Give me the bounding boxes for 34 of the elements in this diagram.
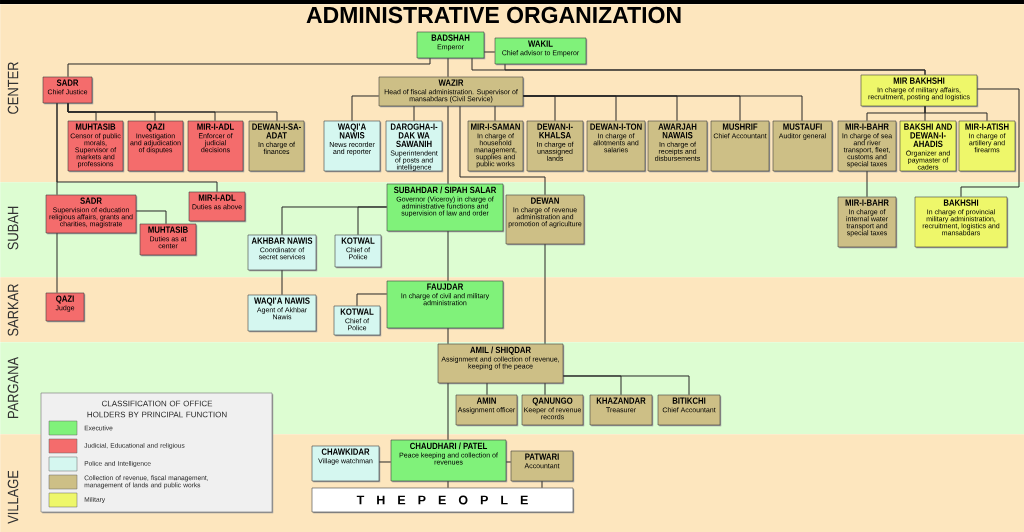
connector-line — [67, 57, 431, 78]
connector-line — [447, 480, 449, 489]
connector-line — [447, 327, 449, 345]
connector-line — [544, 243, 546, 345]
connector-line — [924, 105, 988, 122]
connector-line — [522, 95, 803, 122]
connector-line — [447, 382, 449, 441]
connector-line — [135, 210, 167, 225]
people-box: T H E P E O P L E — [311, 487, 575, 514]
connector-line — [544, 382, 546, 396]
connector-line — [960, 88, 1020, 198]
connector-line — [562, 375, 690, 396]
connector-line — [357, 206, 388, 236]
connector-line — [351, 95, 380, 122]
connector-line — [541, 480, 543, 489]
connector-line — [505, 461, 512, 463]
connector-line — [459, 105, 546, 196]
connector-line — [447, 105, 449, 185]
legend-title: CLASSIFICATION OF OFFICE HOLDERS BY PRINCIPAL FUNCTION — [87, 400, 227, 418]
connector-line — [378, 461, 392, 463]
connector-line — [483, 51, 496, 53]
connector-line — [67, 102, 278, 122]
connector-line — [56, 102, 218, 193]
connector-line — [56, 232, 58, 294]
connector-line — [356, 293, 388, 307]
title: ADMINISTRATIVE ORGANIZATION — [306, 6, 681, 24]
connector-line — [866, 170, 868, 198]
connector-line — [504, 63, 926, 76]
connector-line — [494, 105, 496, 122]
connector-line — [281, 269, 283, 296]
connector-line — [413, 105, 415, 122]
connector-line — [447, 57, 449, 78]
connector-line — [447, 230, 449, 282]
connector-line — [486, 382, 488, 396]
